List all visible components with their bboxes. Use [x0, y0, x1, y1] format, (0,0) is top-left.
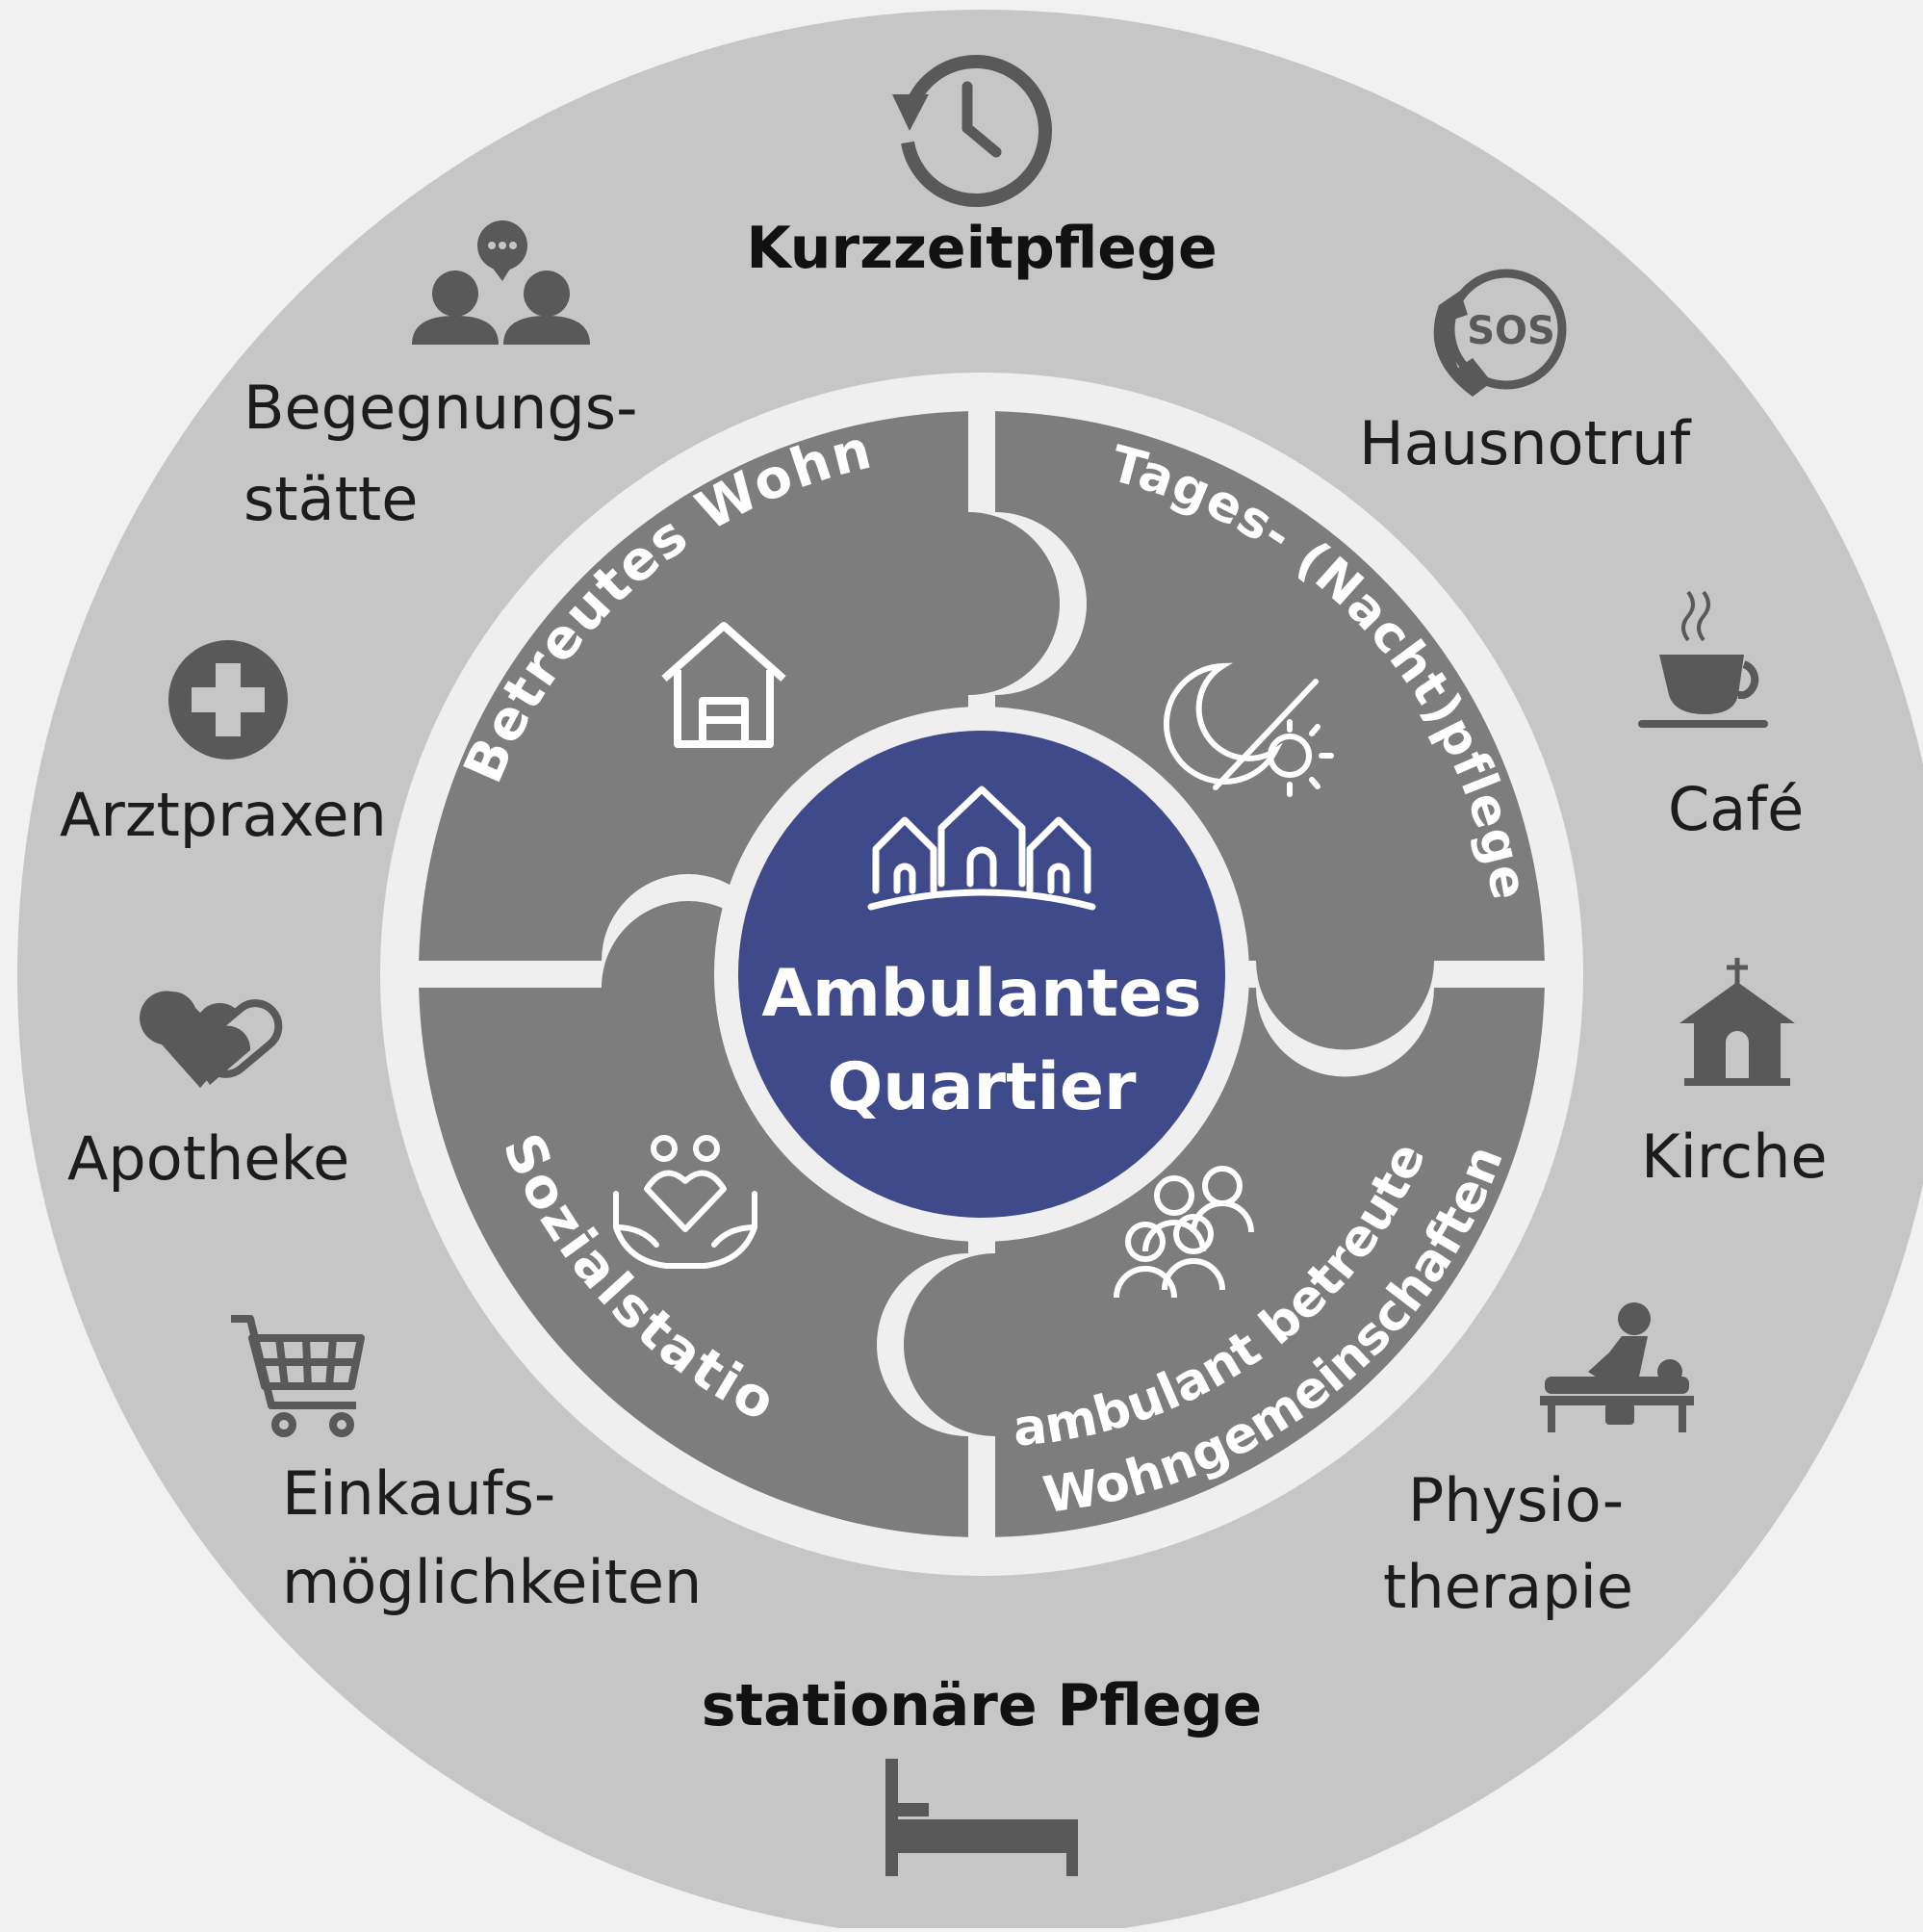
label-hausnotruf: Hausnotruf [1359, 408, 1693, 478]
label-arztpraxen: Arztpraxen [60, 780, 387, 850]
physiotherapy-icon [1540, 1302, 1694, 1432]
center-title-line2: Quartier [827, 1049, 1137, 1125]
medical-cross-icon [168, 640, 288, 760]
label-apotheke: Apotheke [67, 1123, 349, 1194]
label-kurzzeitpflege: Kurzzeitpflege [746, 215, 1217, 282]
bed-icon [885, 1759, 1078, 1876]
label-begegnung-line1: Begegnungs- [244, 373, 637, 443]
sos-badge: SOS [1467, 309, 1555, 353]
label-kirche: Kirche [1641, 1121, 1828, 1192]
label-physio-line1: Physio- [1408, 1465, 1624, 1535]
house-icon [661, 622, 786, 748]
pills-icon [140, 991, 283, 1088]
houses-icon [867, 786, 1096, 911]
center-title-line1: Ambulantes [761, 956, 1201, 1032]
church-icon [1679, 958, 1795, 1086]
clock-history-icon [892, 55, 1052, 207]
label-physio-line2: therapie [1383, 1552, 1633, 1622]
label-begegnung-line2: stätte [244, 464, 418, 534]
people-chat-icon [412, 220, 590, 345]
center-circle [738, 731, 1225, 1218]
label-einkauf-line1: Einkaufs- [282, 1458, 555, 1529]
sos-phone-icon: SOS [1433, 269, 1567, 397]
label-einkauf-line2: möglichkeiten [282, 1547, 702, 1617]
moon-sun-icon [1163, 662, 1334, 797]
shopping-cart-icon [231, 1315, 365, 1437]
coffee-cup-icon [1638, 590, 1768, 728]
label-stationaere-pflege: stationäre Pflege [702, 1672, 1263, 1739]
label-cafe: Café [1668, 774, 1804, 844]
group-people-icon [1114, 1166, 1254, 1299]
caring-hands-icon [613, 1135, 757, 1269]
